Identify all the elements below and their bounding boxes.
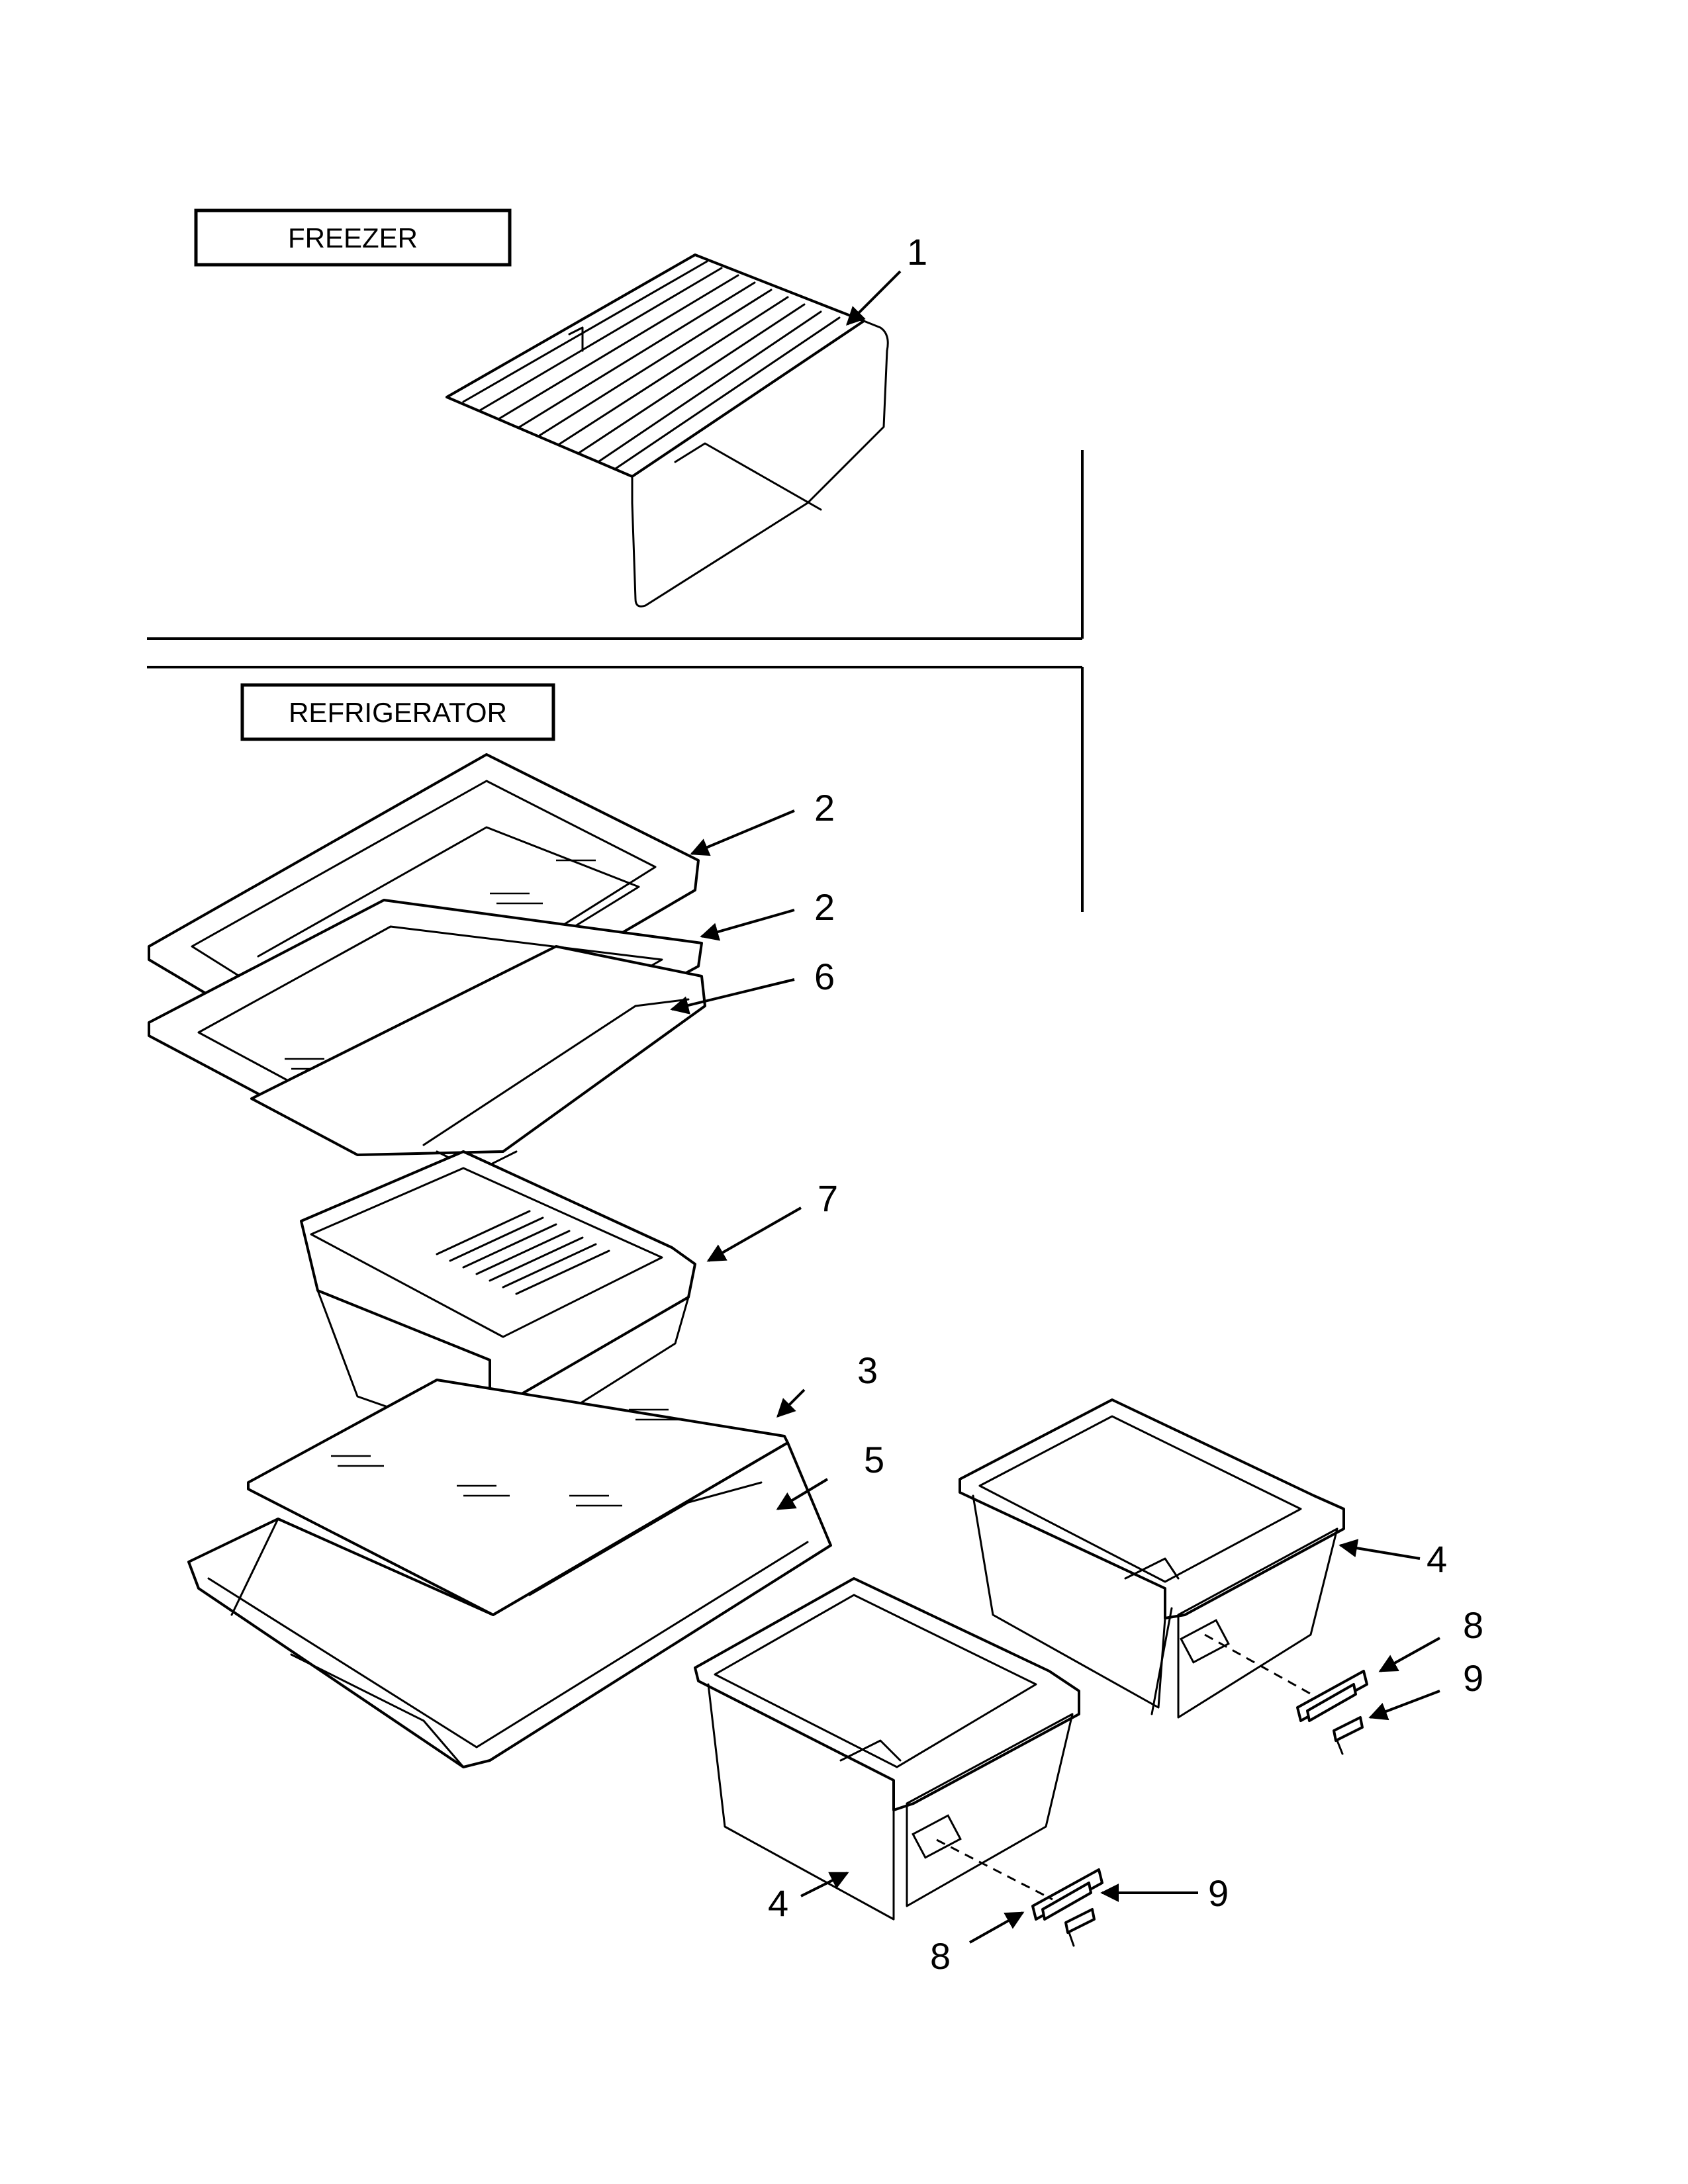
drawer-clip-left [1064,1908,1096,1947]
crisper-drawer-right [959,1398,1345,1719]
svg-text:REFRIGERATOR: REFRIGERATOR [289,697,507,728]
callout-7: 7 [818,1177,838,1219]
freezer-label: FREEZER [194,208,512,267]
callout-leaders [670,270,1440,1944]
callout-3: 3 [857,1349,878,1391]
section-dividers [147,450,1084,912]
callout-4-left: 4 [768,1882,788,1924]
assembly-line-right [1204,1633,1318,1699]
callout-9-right: 9 [1463,1657,1483,1699]
callout-2-lower: 2 [814,886,835,928]
callout-6: 6 [814,956,835,997]
freezer-wire-shelf [445,253,889,608]
crisper-frame [187,1441,832,1768]
callout-8-left: 8 [930,1935,951,1977]
callout-2-upper: 2 [814,787,835,829]
drawer-clip-right [1333,1716,1364,1755]
refrigerator-label: REFRIGERATOR [240,683,555,741]
callout-4-right: 4 [1427,1538,1447,1580]
assembly-line-left [936,1839,1053,1901]
svg-text:FREEZER: FREEZER [288,222,418,253]
callout-5: 5 [864,1439,884,1480]
drawer-insert-right [1296,1670,1368,1722]
crisper-drawer-left [694,1577,1080,1921]
callout-1: 1 [907,231,927,273]
callout-labels: 1 2 2 6 7 3 5 4 8 9 4 8 9 [768,231,1483,1977]
callout-8-right: 8 [1463,1604,1483,1646]
callout-9-left: 9 [1208,1872,1229,1914]
drawer-insert-left [1031,1868,1103,1921]
